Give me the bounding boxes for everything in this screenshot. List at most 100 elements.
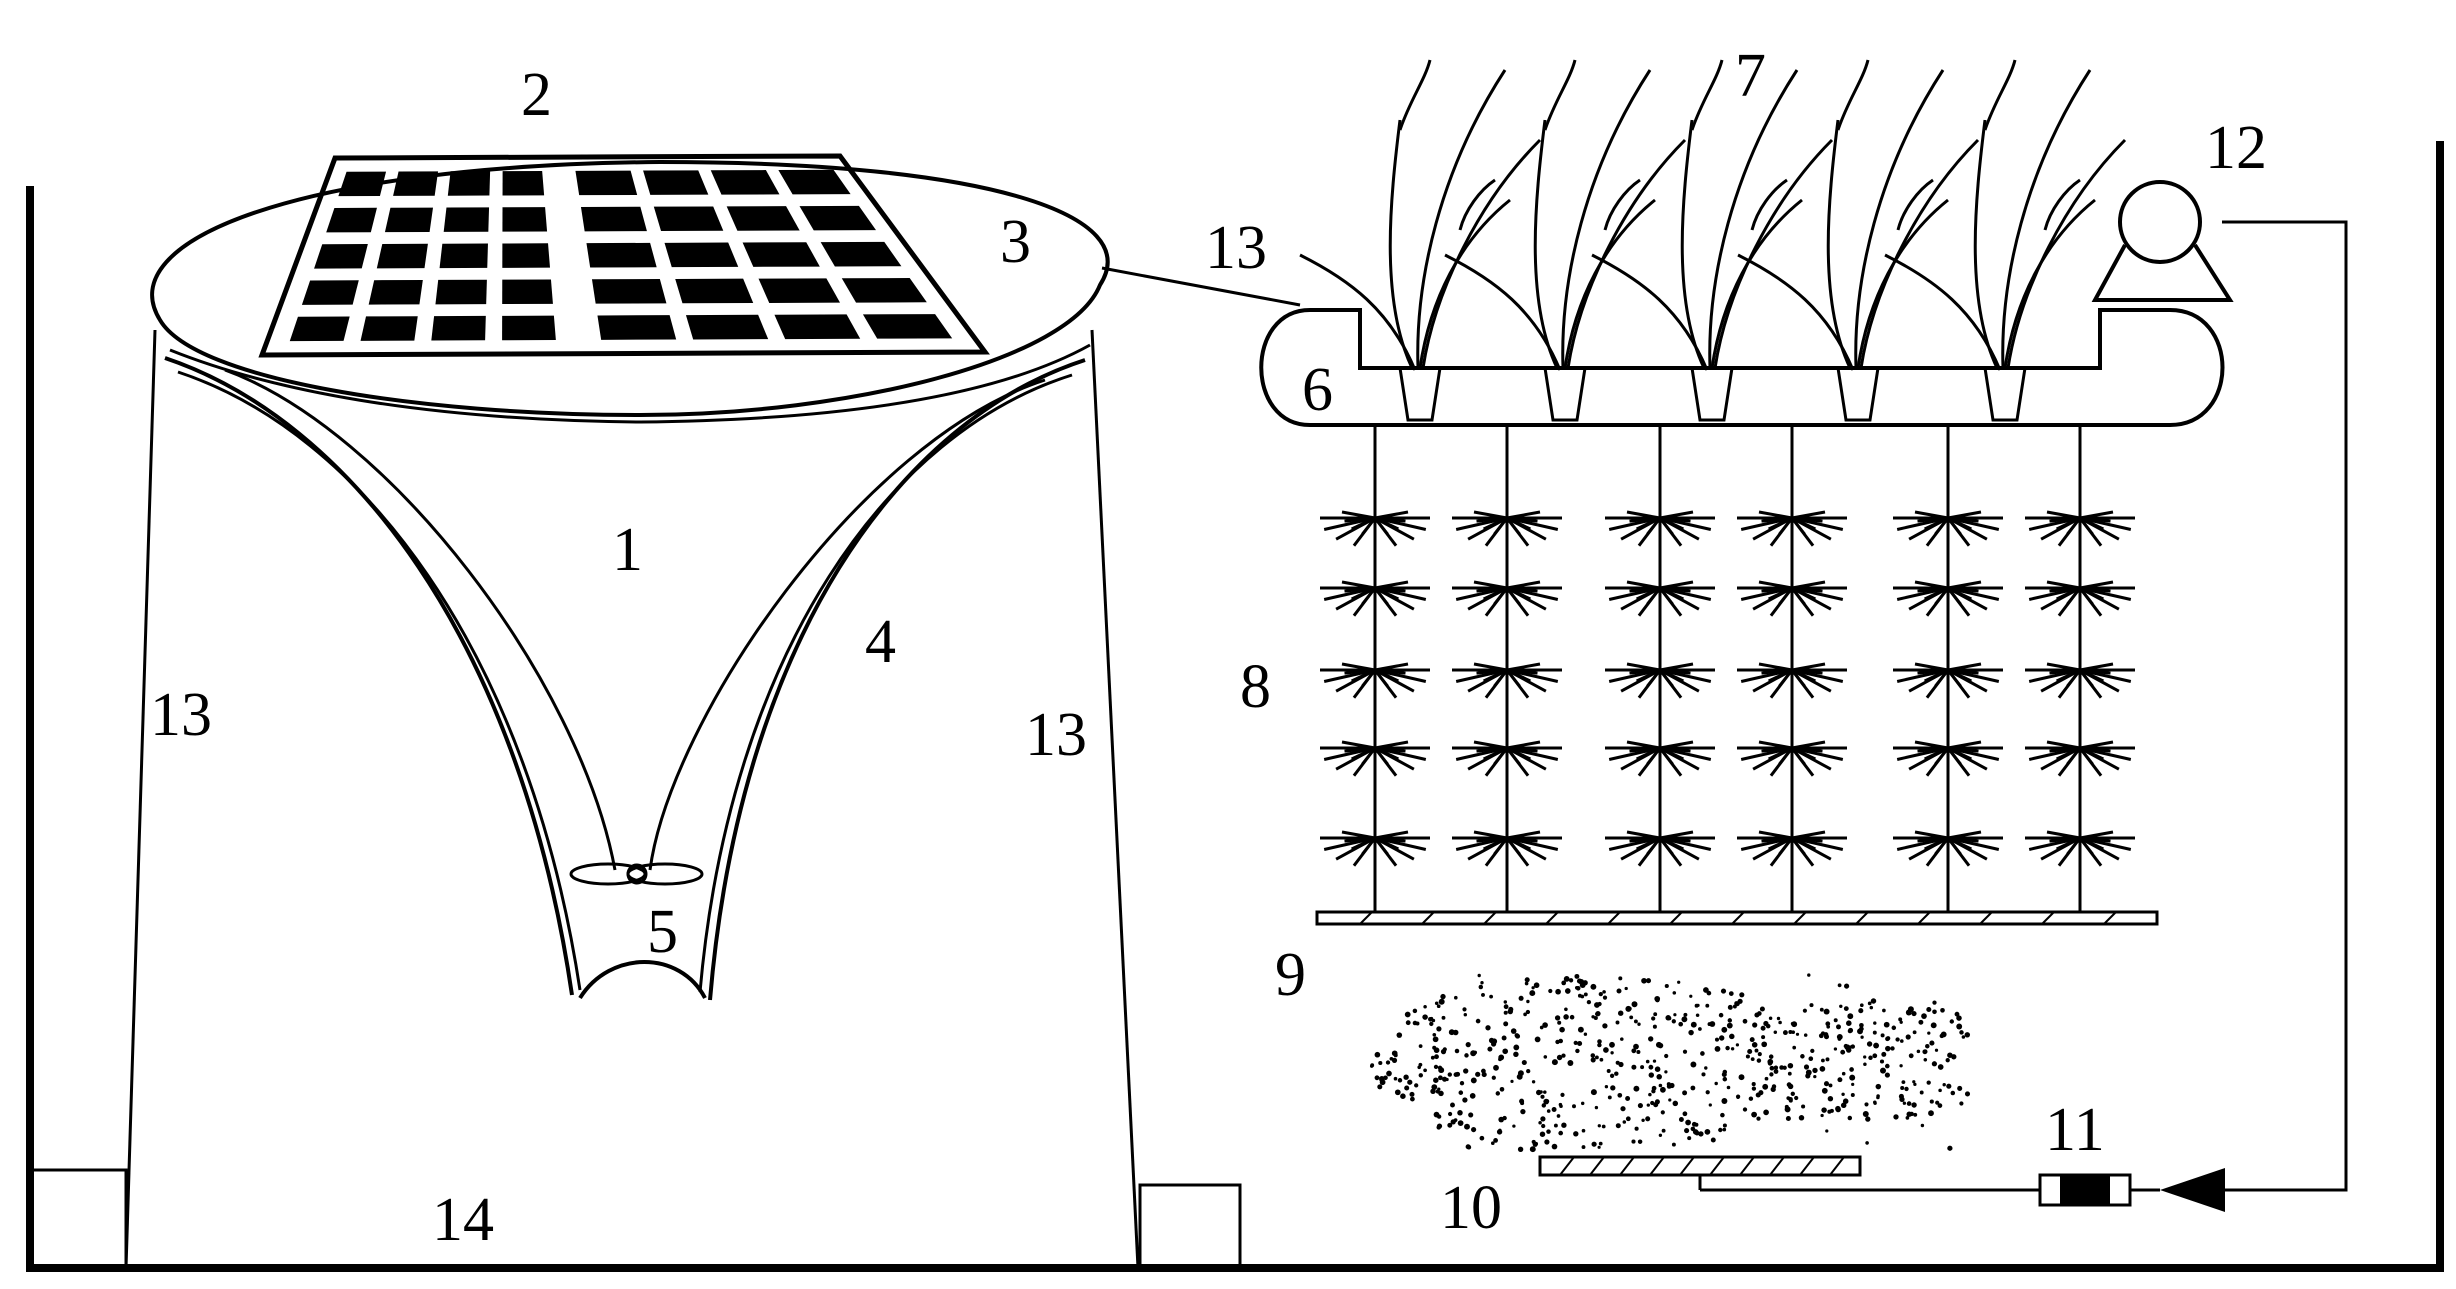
label-2: 2: [521, 61, 552, 129]
solar-cell: [289, 316, 350, 342]
support-plate: [1315, 910, 2159, 926]
solar-cell: [643, 170, 709, 195]
solar-cell: [726, 206, 800, 231]
root-columns: [1320, 425, 2135, 912]
plant-icon: [1299, 59, 1542, 422]
root-cluster-icon: [1737, 740, 1847, 778]
root-cluster-icon: [1605, 740, 1715, 778]
funnel-outer-right-inner: [698, 373, 1073, 993]
root-column: [1893, 425, 2003, 912]
root-cluster-icon: [1320, 580, 1430, 618]
solar-panel-icon: [258, 153, 990, 358]
bottom-left-block: [28, 1168, 128, 1270]
suspended-particles: [1369, 973, 1971, 1153]
root-cluster-icon: [1320, 662, 1430, 700]
label-13-left: 13: [150, 681, 212, 749]
label-6: 6: [1302, 356, 1333, 424]
root-cluster-icon: [1605, 580, 1715, 618]
number-labels: 1 2 3 4 5 6 7 8 9 10 11 12 13 13 13 14: [150, 42, 2267, 1254]
label-14: 14: [432, 1186, 494, 1254]
funnel-outer-right: [708, 358, 1086, 1001]
solar-cell: [502, 279, 553, 305]
solar-cell: [314, 244, 368, 269]
root-cluster-icon: [1737, 830, 1847, 868]
solar-cell: [774, 314, 861, 340]
root-cluster-icon: [2025, 830, 2135, 868]
root-cluster-icon: [2025, 662, 2135, 700]
outlet-center: [626, 863, 648, 885]
solar-cell: [586, 242, 657, 268]
solar-cell: [431, 315, 486, 341]
funnel-inner-left: [224, 368, 617, 871]
outlet-ring-right: [626, 862, 704, 886]
root-cluster-icon: [2025, 510, 2135, 548]
root-cluster-icon: [1452, 580, 1562, 618]
plant-icon: [1737, 59, 1980, 422]
solar-cell: [376, 243, 428, 269]
label-12: 12: [2205, 114, 2267, 182]
root-cluster-icon: [1893, 740, 2003, 778]
label-3: 3: [1000, 208, 1031, 276]
root-cluster-icon: [1737, 580, 1847, 618]
root-cluster-icon: [1893, 580, 2003, 618]
mooring-lines: [124, 266, 1301, 1269]
root-cluster-icon: [2025, 580, 2135, 618]
funnel-outer-left: [164, 356, 574, 996]
solar-cells: [289, 169, 953, 342]
root-cluster-icon: [1452, 830, 1562, 868]
solar-cell: [439, 243, 488, 269]
solar-cell: [502, 243, 551, 268]
solar-cell: [575, 170, 638, 196]
solar-cell: [368, 279, 423, 305]
solar-cell: [758, 278, 841, 303]
solar-cell: [862, 314, 953, 339]
root-column: [1320, 425, 1430, 912]
label-5: 5: [647, 898, 678, 966]
funnel: [164, 356, 1086, 1001]
solar-cell: [664, 242, 739, 268]
solar-cell: [799, 205, 877, 231]
root-cluster-icon: [1737, 510, 1847, 548]
bottom-right-block: [1138, 1183, 1242, 1270]
label-13-right: 13: [1025, 701, 1087, 769]
root-cluster-icon: [1320, 830, 1430, 868]
root-column: [1605, 425, 1715, 912]
solar-cell: [338, 171, 387, 197]
solar-cell: [685, 314, 769, 340]
root-cluster-icon: [1452, 662, 1562, 700]
solar-cell: [435, 279, 487, 305]
label-9: 9: [1275, 941, 1306, 1009]
plants: [1299, 59, 2127, 422]
label-11: 11: [2045, 1096, 2105, 1164]
solar-cell: [360, 316, 418, 341]
solar-cell: [742, 242, 820, 267]
root-cluster-icon: [2025, 740, 2135, 778]
filter-cartridge-icon: [2038, 1168, 2225, 1212]
root-cluster-icon: [1893, 510, 2003, 548]
floating-disc: [150, 159, 1110, 424]
label-8: 8: [1240, 653, 1271, 721]
label-1: 1: [612, 516, 643, 584]
solar-cell: [653, 206, 724, 232]
funnel-inner-right: [648, 378, 1046, 871]
solar-cell: [675, 278, 754, 304]
air-line: [1700, 220, 2348, 1192]
root-cluster-icon: [1605, 510, 1715, 548]
root-cluster-icon: [1605, 662, 1715, 700]
root-cluster-icon: [1452, 740, 1562, 778]
pump-icon: [2091, 180, 2234, 302]
root-column: [1737, 425, 1847, 912]
solar-cell: [393, 171, 439, 196]
label-13-top: 13: [1205, 214, 1267, 282]
plant-icon: [1591, 59, 1834, 422]
label-7: 7: [1735, 42, 1766, 110]
root-cluster-icon: [1893, 830, 2003, 868]
solar-cell: [443, 207, 490, 232]
solar-cell: [502, 207, 548, 232]
root-cluster-icon: [1320, 510, 1430, 548]
solar-cell: [384, 207, 434, 233]
funnel-outer-left-inner: [177, 370, 582, 991]
solar-cell: [591, 279, 667, 304]
root-cluster-icon: [1737, 662, 1847, 700]
